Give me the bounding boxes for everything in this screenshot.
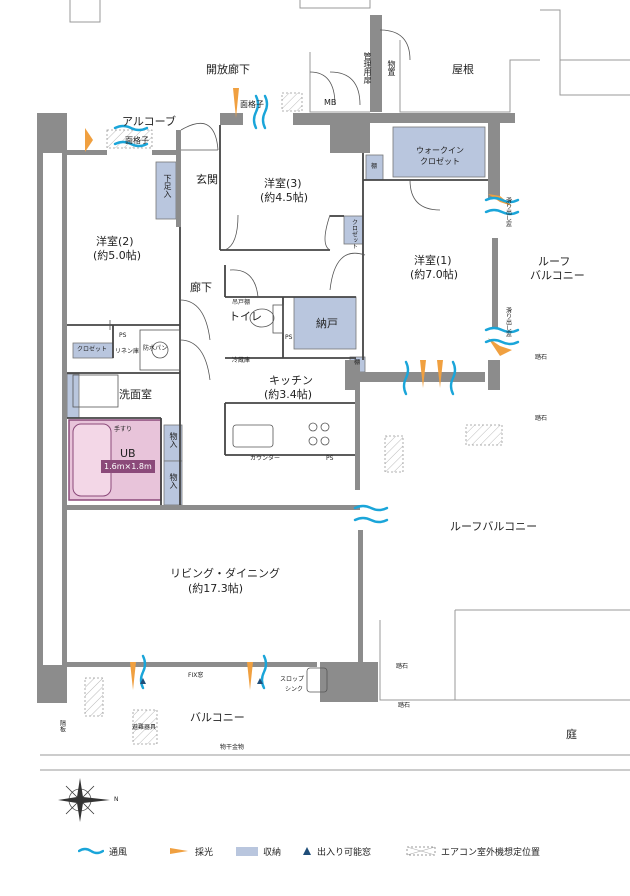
legend-ventilation-label: 通風: [109, 847, 128, 858]
storage-swatch-icon: [236, 846, 258, 856]
label-western2-name: 洋室(2): [96, 235, 134, 248]
legend-ac-unit: エアコン室外機想定位置: [406, 841, 540, 861]
label-kitchen-name: キッチン: [269, 374, 313, 387]
label-closet-3: クロゼット: [350, 219, 358, 249]
legend-ventilation: 通風: [78, 841, 127, 861]
daylight-icon: [170, 848, 188, 854]
access-window-icon: [303, 847, 311, 855]
label-ub: UB: [120, 447, 136, 460]
label-alcove: アルコーブ: [122, 115, 177, 128]
label-living-name: リビング・ダイニング: [170, 567, 280, 580]
label-kitchen-size: (約3.4帖): [264, 388, 313, 401]
label-garden: 庭: [566, 728, 577, 741]
legend-daylight: 採光: [168, 841, 213, 861]
label-shoe-box: 下足入: [163, 174, 172, 198]
ventilation-icon: [78, 847, 104, 855]
label-living-size: (約17.3帖): [188, 582, 244, 595]
label-shelf-top: 棚: [371, 163, 378, 170]
label-toilet: トイレ: [229, 310, 262, 323]
compass-icon: [58, 778, 110, 822]
label-mb: MB: [324, 98, 337, 107]
label-handrail: 手すり: [114, 426, 133, 433]
door-swings: [109, 29, 441, 381]
legend-access-window: 出入り可能窓: [302, 841, 371, 861]
label-partition: 隔板: [58, 720, 66, 732]
legend-storage-label: 収納: [263, 847, 282, 858]
label-fix-window: FIX窓: [188, 672, 204, 679]
label-ub-size: 1.6m×1.8m: [104, 462, 152, 471]
legend-storage: 収納: [236, 841, 281, 861]
label-compass-n: N: [114, 796, 119, 803]
interior-walls: [67, 125, 488, 505]
label-roof-balcony-right-1: ルーフ: [538, 255, 571, 268]
label-western3-size: (約4.5帖): [260, 191, 309, 204]
label-slide-window-1: 滑り出し窓: [504, 197, 512, 227]
label-walkin-closet-2: クロゼット: [420, 157, 460, 166]
label-management-door: 管理用扉: [363, 52, 372, 84]
label-counter: カウンター: [250, 455, 281, 462]
label-balcony: バルコニー: [190, 711, 245, 724]
label-washroom: 洗面室: [119, 388, 152, 401]
label-fridge: 冷蔵庫: [232, 357, 251, 364]
label-ps-toilet: PS: [285, 334, 293, 341]
label-hanging-cabinet: 吊戸棚: [232, 299, 251, 306]
label-evacuation: 避難器具: [132, 724, 157, 731]
label-western1-name: 洋室(1): [414, 254, 452, 267]
legend-ac-unit-label: エアコン室外機想定位置: [441, 847, 541, 858]
label-roof-balcony: ルーフバルコニー: [450, 520, 538, 533]
label-storeroom: 納戸: [316, 317, 338, 330]
ub-size-badge: [101, 460, 155, 473]
label-linen: リネン庫: [115, 348, 140, 355]
label-stepping-stone-3: 踏石: [396, 663, 409, 670]
label-screen-door-left: 面格子: [125, 136, 149, 145]
label-laundry: 物干金物: [220, 744, 245, 751]
legend-access-window-label: 出入り可能窓: [317, 847, 372, 858]
label-stepping-stone-1: 踏石: [535, 354, 548, 361]
fixtures: [72, 304, 330, 693]
label-slop-sink-1: スロップ: [280, 676, 305, 683]
access-window-markers: [140, 678, 263, 684]
label-western3-name: 洋室(3): [264, 177, 302, 190]
label-ps-wash: PS: [119, 332, 127, 339]
label-corridor: 廊下: [190, 281, 212, 294]
label-open-corridor: 開放廊下: [206, 63, 250, 76]
label-screen-door-top: 面格子: [240, 100, 264, 109]
label-closet-2: クロゼット: [77, 346, 108, 353]
label-ps-counter: PS: [326, 455, 334, 462]
label-shelf-bottom: 棚: [354, 359, 361, 366]
label-stepping-stone-4: 踏石: [398, 702, 411, 709]
label-walkin-closet-1: ウォークイン: [416, 146, 464, 155]
walls: [37, 15, 515, 703]
legend-daylight-label: 採光: [195, 847, 214, 858]
label-storage-2: 物入: [169, 473, 178, 489]
exterior-outlines: [40, 0, 630, 771]
label-roof-balcony-right-2: バルコニー: [530, 269, 585, 282]
label-storage-small: 物置: [387, 60, 396, 76]
label-western1-size: (約7.0帖): [410, 268, 459, 281]
label-western2-size: (約5.0帖): [93, 249, 142, 262]
label-stepping-stone-2: 踏石: [535, 415, 548, 422]
label-entrance: 玄関: [196, 173, 218, 186]
label-storage-1: 物入: [169, 432, 178, 448]
label-roof: 屋根: [452, 63, 474, 76]
legend: 通風 採光 収納 出入り可能窓 エアコン室外機想定位置: [78, 841, 578, 861]
label-slide-window-2: 滑り出し窓: [504, 307, 512, 337]
label-slop-sink-2: シンク: [285, 686, 304, 693]
ac-unit-icon: [406, 846, 436, 856]
label-waterproof-pan: 防水パン: [143, 345, 168, 352]
